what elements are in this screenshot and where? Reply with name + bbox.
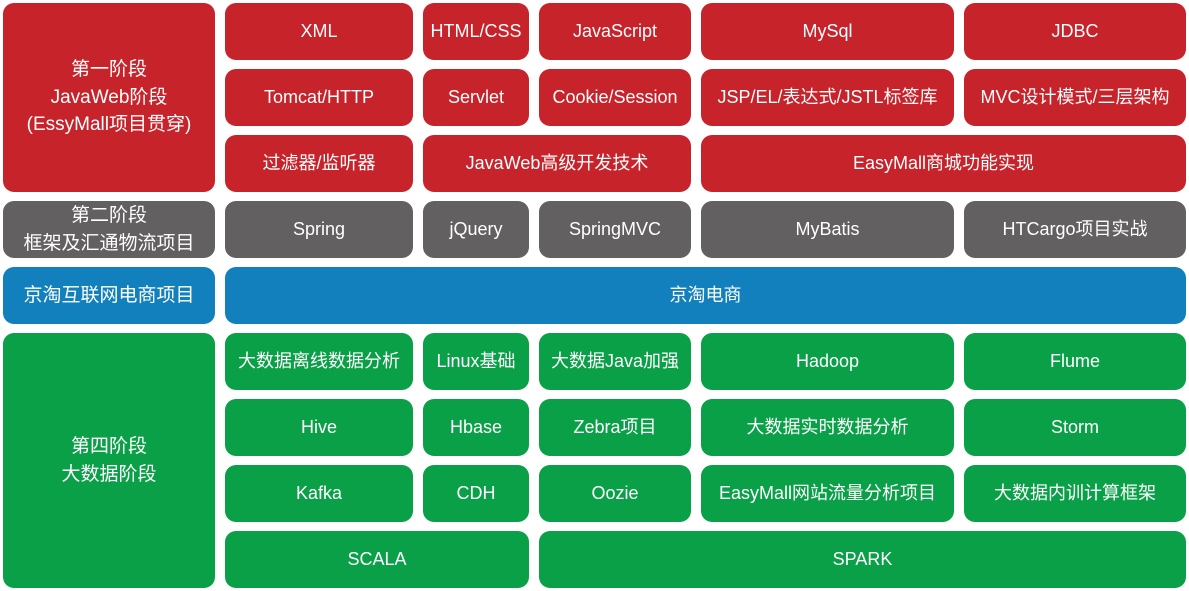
stage2-label: 第二阶段 框架及汇通物流项目 — [3, 201, 215, 258]
topic-bigdata-java-enhanced: 大数据Java加强 — [539, 333, 691, 390]
topic-mvc-pattern: MVC设计模式/三层架构 — [964, 69, 1186, 126]
topic-javaweb-advanced: JavaWeb高级开发技术 — [423, 135, 691, 192]
topic-mybatis: MyBatis — [701, 201, 954, 258]
topic-scala: SCALA — [225, 531, 529, 588]
topic-hadoop: Hadoop — [701, 333, 954, 390]
topic-mysql: MySql — [701, 3, 954, 60]
stage4-label: 第四阶段 大数据阶段 — [3, 333, 215, 588]
topic-bigdata-offline-analysis: 大数据离线数据分析 — [225, 333, 413, 390]
topic-filter-listener: 过滤器/监听器 — [225, 135, 413, 192]
topic-servlet: Servlet — [423, 69, 529, 126]
topic-storm: Storm — [964, 399, 1186, 456]
topic-javascript: JavaScript — [539, 3, 691, 60]
topic-tomcat-http: Tomcat/HTTP — [225, 69, 413, 126]
topic-hbase: Hbase — [423, 399, 529, 456]
topic-bigdata-realtime-analysis: 大数据实时数据分析 — [701, 399, 954, 456]
stage3-label: 京淘互联网电商项目 — [3, 267, 215, 324]
topic-zebra-project: Zebra项目 — [539, 399, 691, 456]
topic-htcargo-project: HTCargo项目实战 — [964, 201, 1186, 258]
topic-cookie-session: Cookie/Session — [539, 69, 691, 126]
topic-kafka: Kafka — [225, 465, 413, 522]
topic-cdh: CDH — [423, 465, 529, 522]
topic-jsp-el-jstl: JSP/EL/表达式/JSTL标签库 — [701, 69, 954, 126]
topic-flume: Flume — [964, 333, 1186, 390]
topic-html-css: HTML/CSS — [423, 3, 529, 60]
topic-jquery: jQuery — [423, 201, 529, 258]
topic-spark: SPARK — [539, 531, 1186, 588]
stage1-label: 第一阶段 JavaWeb阶段 (EssyMall项目贯穿) — [3, 3, 215, 192]
topic-oozie: Oozie — [539, 465, 691, 522]
topic-jingtao-ecommerce: 京淘电商 — [225, 267, 1186, 324]
topic-easymall-traffic-analysis: EasyMall网站流量分析项目 — [701, 465, 954, 522]
topic-jdbc: JDBC — [964, 3, 1186, 60]
topic-linux-basics: Linux基础 — [423, 333, 529, 390]
topic-springmvc: SpringMVC — [539, 201, 691, 258]
topic-bigdata-internal-framework: 大数据内训计算框架 — [964, 465, 1186, 522]
topic-hive: Hive — [225, 399, 413, 456]
topic-spring: Spring — [225, 201, 413, 258]
topic-easymall-mall: EasyMall商城功能实现 — [701, 135, 1186, 192]
topic-xml: XML — [225, 3, 413, 60]
